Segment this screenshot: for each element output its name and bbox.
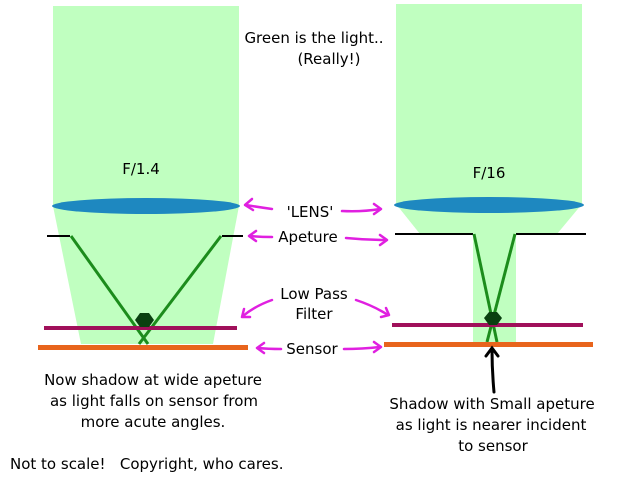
sensor-label: Sensor <box>286 340 338 358</box>
lpf-label-line-1: Low Pass <box>280 285 348 303</box>
title-line-2: (Really!) <box>297 50 360 68</box>
right-fstop-label: F/16 <box>473 164 506 182</box>
label-arrows <box>240 197 391 355</box>
left-system <box>38 6 248 350</box>
left-light-cone <box>53 206 239 344</box>
right-system <box>384 4 593 347</box>
left-caption-line-1: Now shadow at wide apeture <box>44 371 262 389</box>
left-sensor <box>38 345 248 350</box>
sensor-arrow-left <box>255 341 283 355</box>
left-lens <box>52 198 240 214</box>
right-caption-line-3: to sensor <box>458 437 528 455</box>
aperture-arrow-left <box>247 229 274 243</box>
right-caption-line-1: Shadow with Small apeture <box>389 395 594 413</box>
footer-note: Not to scale! Copyright, who cares. <box>10 455 283 473</box>
right-light-column <box>396 4 582 204</box>
aperture-label: Apeture <box>278 228 337 246</box>
sensor-arrow-right <box>342 340 383 354</box>
lens-label: 'LENS' <box>287 203 334 221</box>
left-caption-line-2: as light falls on sensor from <box>50 392 258 410</box>
shadow-pointer-arrow <box>484 345 500 394</box>
aperture-arrow-right <box>344 233 389 247</box>
title-line-1: Green is the light.. <box>244 29 383 47</box>
lens-arrow-right <box>340 202 383 216</box>
right-low-pass-filter <box>392 323 583 327</box>
right-dust-particle <box>484 312 502 325</box>
right-light-beam <box>473 234 516 342</box>
left-dust-particle <box>135 313 154 327</box>
lpf-arrow-right <box>354 298 391 319</box>
lens-arrow-left <box>243 197 274 212</box>
right-caption-line-2: as light is nearer incident <box>396 416 587 434</box>
lpf-label-line-2: Filter <box>295 305 333 323</box>
lpf-arrow-left <box>240 298 274 319</box>
right-lens <box>394 197 584 213</box>
left-fstop-label: F/1.4 <box>122 160 160 178</box>
left-low-pass-filter <box>44 326 237 330</box>
left-light-column <box>53 6 239 206</box>
left-caption-line-3: more acute angles. <box>81 413 226 431</box>
right-sensor <box>384 342 593 347</box>
